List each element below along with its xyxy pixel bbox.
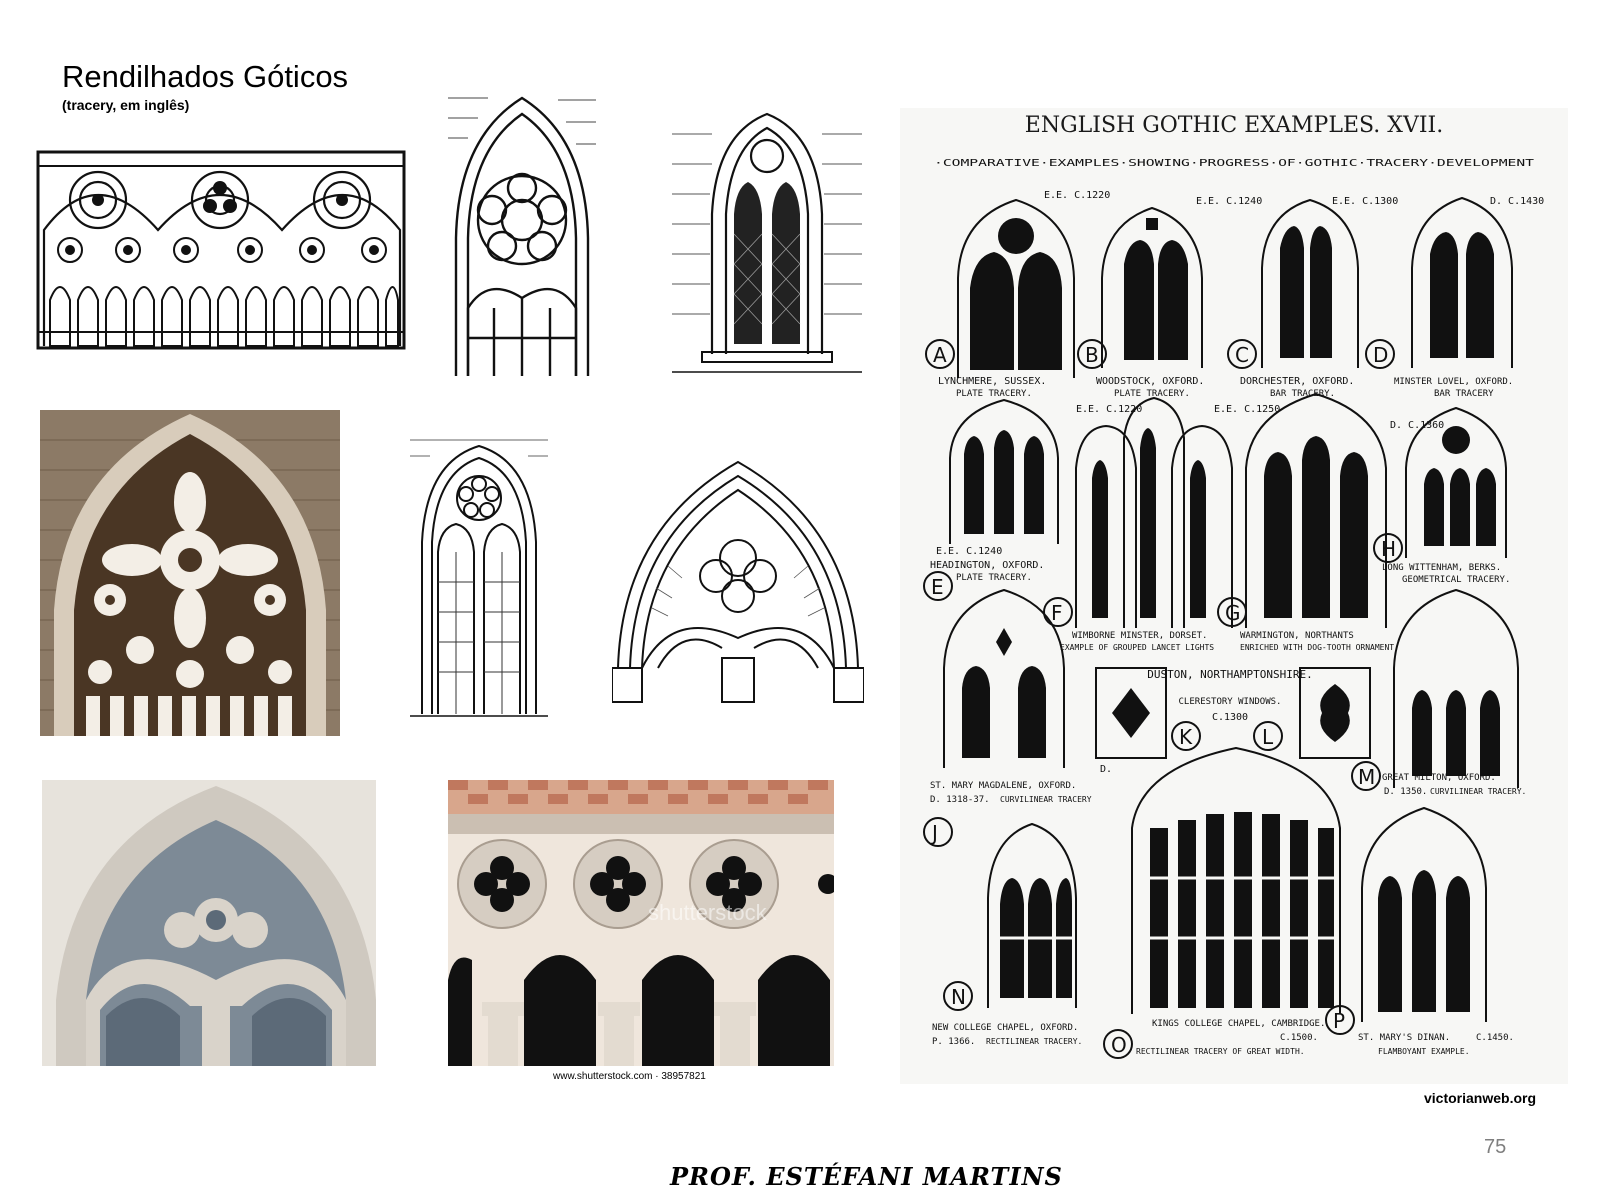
duston-period: C.1300 — [1212, 712, 1248, 723]
plate-note-f: EXAMPLE OF GROUPED LANCET LIGHTS — [1060, 643, 1214, 652]
source-credit: victorianweb.org — [1424, 1090, 1537, 1106]
plate-letter-d: D — [1373, 343, 1388, 367]
slide-subtitle: (tracery, em inglês) — [62, 97, 190, 113]
duston-prefix: D. — [1100, 764, 1112, 775]
plate-period-j: D. 1318-37. — [930, 795, 990, 805]
duston-name: DUSTON, NORTHAMPTONSHIRE. — [1147, 668, 1313, 681]
slide-title: Rendilhados Góticos — [62, 59, 349, 94]
plate-note-b: PLATE TRACERY. — [1114, 389, 1190, 399]
plate-note-p: FLAMBOYANT EXAMPLE. — [1378, 1047, 1470, 1056]
plate-period-b: E.E. C.1240 — [1196, 196, 1262, 207]
plate-letter-e: E — [931, 575, 944, 599]
plate-note-o: RECTILINEAR TRACERY OF GREAT WIDTH. — [1136, 1047, 1305, 1056]
footer-author: PROF. ESTÉFANI MARTINS — [670, 1162, 1063, 1191]
plate-letter-l: L — [1262, 725, 1274, 749]
stone-window-photo — [42, 780, 376, 1066]
plate-note-d: BAR TRACERY — [1434, 389, 1494, 399]
plate-letter-a: A — [933, 343, 947, 367]
quatrefoil-arch-drawing — [612, 458, 864, 704]
plate-letter-o: O — [1111, 1033, 1127, 1057]
plate-note-h: GEOMETRICAL TRACERY. — [1402, 575, 1510, 585]
plate-letter-k: K — [1179, 725, 1193, 749]
sepia-tracery-photo — [40, 410, 340, 736]
watermark-text: shutterstock — [648, 900, 768, 925]
plate-period-e: E.E. C.1240 — [936, 546, 1002, 557]
plate-note-a: PLATE TRACERY. — [956, 389, 1032, 399]
rose-window-drawing — [448, 88, 596, 376]
arcade-tracery-drawing — [36, 150, 406, 350]
page-number: 75 — [1484, 1136, 1507, 1158]
plate-name-n: NEW COLLEGE CHAPEL, OXFORD. — [932, 1023, 1078, 1033]
plate-letter-j: J — [930, 821, 938, 845]
plate-name-e: HEADINGTON, OXFORD. — [930, 560, 1044, 571]
plate-period-d: D. C.1430 — [1490, 196, 1544, 207]
plate-name-p: ST. MARY'S DINAN. — [1358, 1033, 1450, 1043]
plate-period-g: E.E. C.1250 — [1214, 404, 1280, 415]
duston-note: CLERESTORY WINDOWS. — [1179, 697, 1282, 707]
lancet-window-drawing — [672, 104, 862, 376]
gothic-examples-plate: ENGLISH GOTHIC EXAMPLES. XVII. ·COMPARAT… — [900, 108, 1568, 1084]
plate-name-g: WARMINGTON, NORTHANTS — [1240, 631, 1354, 641]
plate-period-a: E.E. C.1220 — [1044, 190, 1110, 201]
plate-name-f: WIMBORNE MINSTER, DORSET. — [1072, 631, 1207, 641]
plate-subheading: ·COMPARATIVE·EXAMPLES·SHOWING·PROGRESS·O… — [934, 158, 1534, 169]
plate-period-h: D. C.1360 — [1390, 420, 1444, 431]
plate-name-h: LONG WITTENHAM, BERKS. — [1382, 563, 1501, 573]
plate-name-m: GREAT MILTON, OXFORD. — [1382, 773, 1496, 783]
plate-letter-g: G — [1225, 601, 1241, 625]
plate-letter-n: N — [951, 985, 966, 1009]
plate-period-m: D. 1350. — [1384, 787, 1427, 797]
plate-letter-f: F — [1051, 601, 1063, 625]
two-light-window-drawing — [410, 432, 548, 718]
arcade-quatrefoil-photo: shutterstock — [448, 780, 834, 1066]
plate-note-g: ENRICHED WITH DOG-TOOTH ORNAMENT. — [1240, 643, 1399, 652]
plate-note-e: PLATE TRACERY. — [956, 573, 1032, 583]
plate-letter-m: M — [1358, 765, 1375, 789]
stock-credit: www.shutterstock.com · 38957821 — [553, 1071, 706, 1082]
plate-name-b: WOODSTOCK, OXFORD. — [1096, 376, 1204, 387]
plate-period-n: P. 1366. — [932, 1037, 975, 1047]
plate-letter-c: C — [1235, 343, 1249, 367]
plate-name-j: ST. MARY MAGDALENE, OXFORD. — [930, 781, 1076, 791]
plate-letter-b: B — [1085, 343, 1099, 367]
plate-name-c: DORCHESTER, OXFORD. — [1240, 376, 1354, 387]
plate-heading: ENGLISH GOTHIC EXAMPLES. XVII. — [1025, 113, 1443, 138]
plate-period-o: C.1500. — [1280, 1033, 1318, 1043]
plate-period-p: C.1450. — [1476, 1033, 1514, 1043]
plate-note-c: BAR TRACERY. — [1270, 389, 1335, 399]
plate-period-c: E.E. C.1300 — [1332, 196, 1398, 207]
plate-note-n: RECTILINEAR TRACERY. — [986, 1037, 1082, 1046]
plate-name-o: KINGS COLLEGE CHAPEL, CAMBRIDGE. — [1152, 1019, 1325, 1029]
plate-name-d: MINSTER LOVEL, OXFORD. — [1394, 377, 1513, 387]
plate-letter-p: P — [1333, 1009, 1345, 1033]
plate-note-m: CURVILINEAR TRACERY. — [1430, 787, 1526, 796]
plate-letter-h: H — [1381, 537, 1396, 561]
plate-note-j: CURVILINEAR TRACERY — [1000, 795, 1092, 804]
plate-period-f: E.E. C.1220 — [1076, 404, 1142, 415]
plate-name-a: LYNCHMERE, SUSSEX. — [938, 376, 1046, 387]
